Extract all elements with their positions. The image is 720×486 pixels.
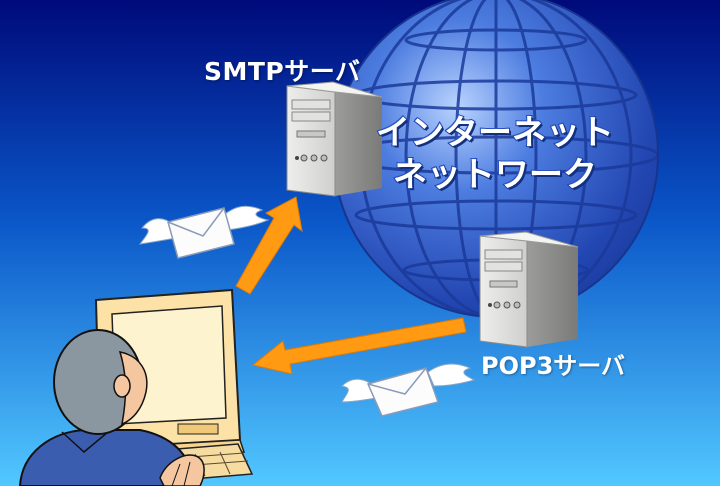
pop3-server-icon	[479, 231, 579, 348]
smtp-server-label: SMTPサーバ	[204, 57, 361, 86]
pop3-server-label: POP3サーバ	[481, 352, 626, 380]
winged-envelope-icon	[138, 205, 270, 259]
receive-arrow-icon	[251, 317, 467, 375]
user-person-icon	[18, 329, 205, 486]
internet-network-label: インターネット ネットワーク	[330, 112, 660, 196]
send-arrow-icon	[235, 196, 303, 295]
winged-envelope-icon	[340, 363, 476, 417]
internet-label-line1: インターネット	[375, 112, 615, 154]
internet-label-line2: ネットワーク	[392, 154, 598, 196]
smtp-server-icon	[286, 81, 383, 197]
